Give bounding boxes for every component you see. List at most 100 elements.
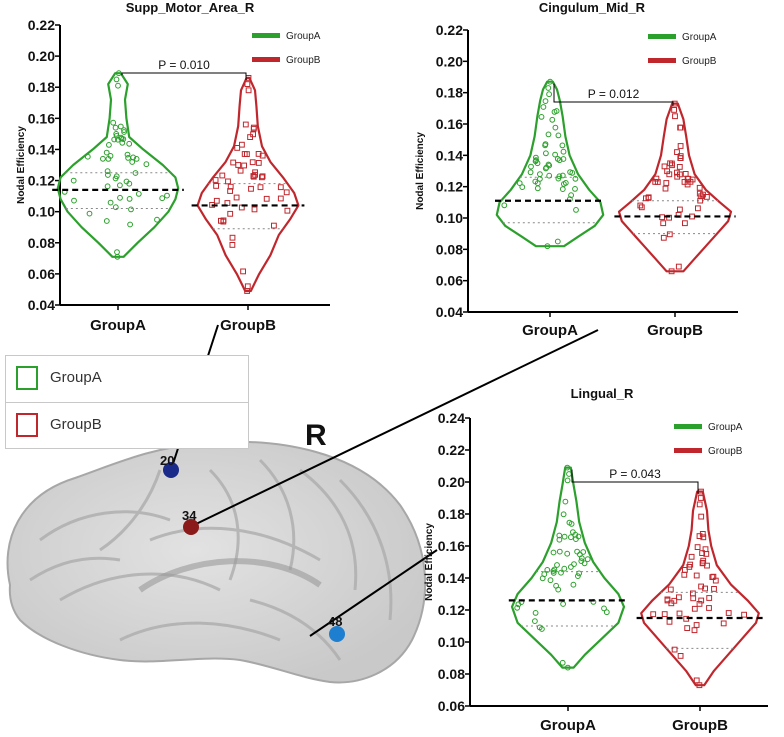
data-point [674,149,680,155]
legend-label: GroupB [50,416,102,433]
data-point [533,154,539,161]
data-point [271,222,277,229]
violin-outline [617,102,733,273]
violin-outline [495,80,605,248]
group-legend: GroupA GroupB [5,355,249,449]
data-point [237,167,244,174]
data-point [532,618,538,624]
violin-groupa [508,464,628,671]
data-point [575,573,581,579]
data-point [277,184,284,191]
data-point [121,127,127,134]
data-point [259,174,265,181]
data-point [545,85,552,91]
legend-item-groupa: GroupA [6,356,248,402]
data-point [117,194,123,201]
data-point [663,180,670,186]
data-point [677,206,683,213]
data-point [700,191,706,198]
data-point [573,207,579,213]
data-point [568,564,574,570]
data-point [711,586,717,592]
legend-swatch [252,57,280,62]
y-tick-label: 0.14 [28,141,55,157]
data-point [135,191,142,197]
data-point [283,189,290,196]
data-point [257,184,264,191]
data-point [580,549,587,555]
data-point [114,249,120,256]
data-point [547,78,553,85]
data-point [564,464,571,471]
data-point [528,163,534,170]
y-tick-label: 0.22 [436,22,463,38]
data-point [671,646,678,653]
x-tick-label: GroupB [672,717,728,734]
y-tick-label: 0.12 [28,173,55,189]
data-point [669,160,675,167]
data-point [240,268,246,275]
data-point [117,123,124,130]
y-tick-label: 0.16 [436,116,463,132]
data-point [558,569,564,576]
violin-outline [56,72,180,258]
data-point [550,549,557,556]
data-point [251,206,258,213]
data-point [725,610,732,616]
y-tick-label: 0.08 [438,666,465,682]
data-point [129,159,136,165]
data-point [244,283,251,290]
chart-title: Lingual_R [571,386,634,401]
data-point [245,87,252,94]
x-tick-label: GroupB [220,317,276,334]
data-point [666,231,673,238]
y-tick-label: 0.18 [28,79,55,95]
data-point [570,529,576,535]
data-point [706,595,713,601]
data-point [250,173,257,179]
brain-surface [6,440,427,684]
data-point [542,98,549,104]
data-point [127,221,134,228]
data-point [514,604,521,611]
data-point [123,178,130,185]
data-point [741,611,748,618]
data-point [561,565,568,572]
data-point [124,151,131,158]
data-point [704,562,710,569]
y-tick-label: 0.24 [438,410,465,426]
data-point [696,190,703,197]
data-point [699,550,706,557]
violin-groupb [636,488,764,689]
data-point [638,204,645,211]
data-point [241,162,247,169]
y-tick-label: 0.14 [438,570,465,586]
data-point [519,184,526,191]
data-point [515,601,522,608]
data-point [538,114,545,120]
data-point [720,620,727,627]
data-point [71,197,77,204]
data-point [662,185,669,192]
data-point [566,471,572,477]
data-point [702,546,709,553]
data-point [696,501,703,508]
hemisphere-label: R [305,419,327,452]
brain-node-34: 34 [182,508,199,535]
data-point [103,218,110,224]
y-tick-label: 0.04 [28,297,55,313]
node-label: 20 [160,453,174,468]
p-value-label: P = 0.012 [588,87,640,101]
data-point [578,558,585,564]
data-point [698,488,704,495]
data-point [660,234,667,241]
data-point [545,161,552,168]
legend-item-groupb: GroupB [6,402,248,449]
data-point [143,161,150,168]
data-point [248,185,254,192]
chart-title: Cingulum_Mid_R [539,0,646,15]
data-point [242,121,249,128]
data-point [119,139,126,146]
data-point [709,574,716,581]
